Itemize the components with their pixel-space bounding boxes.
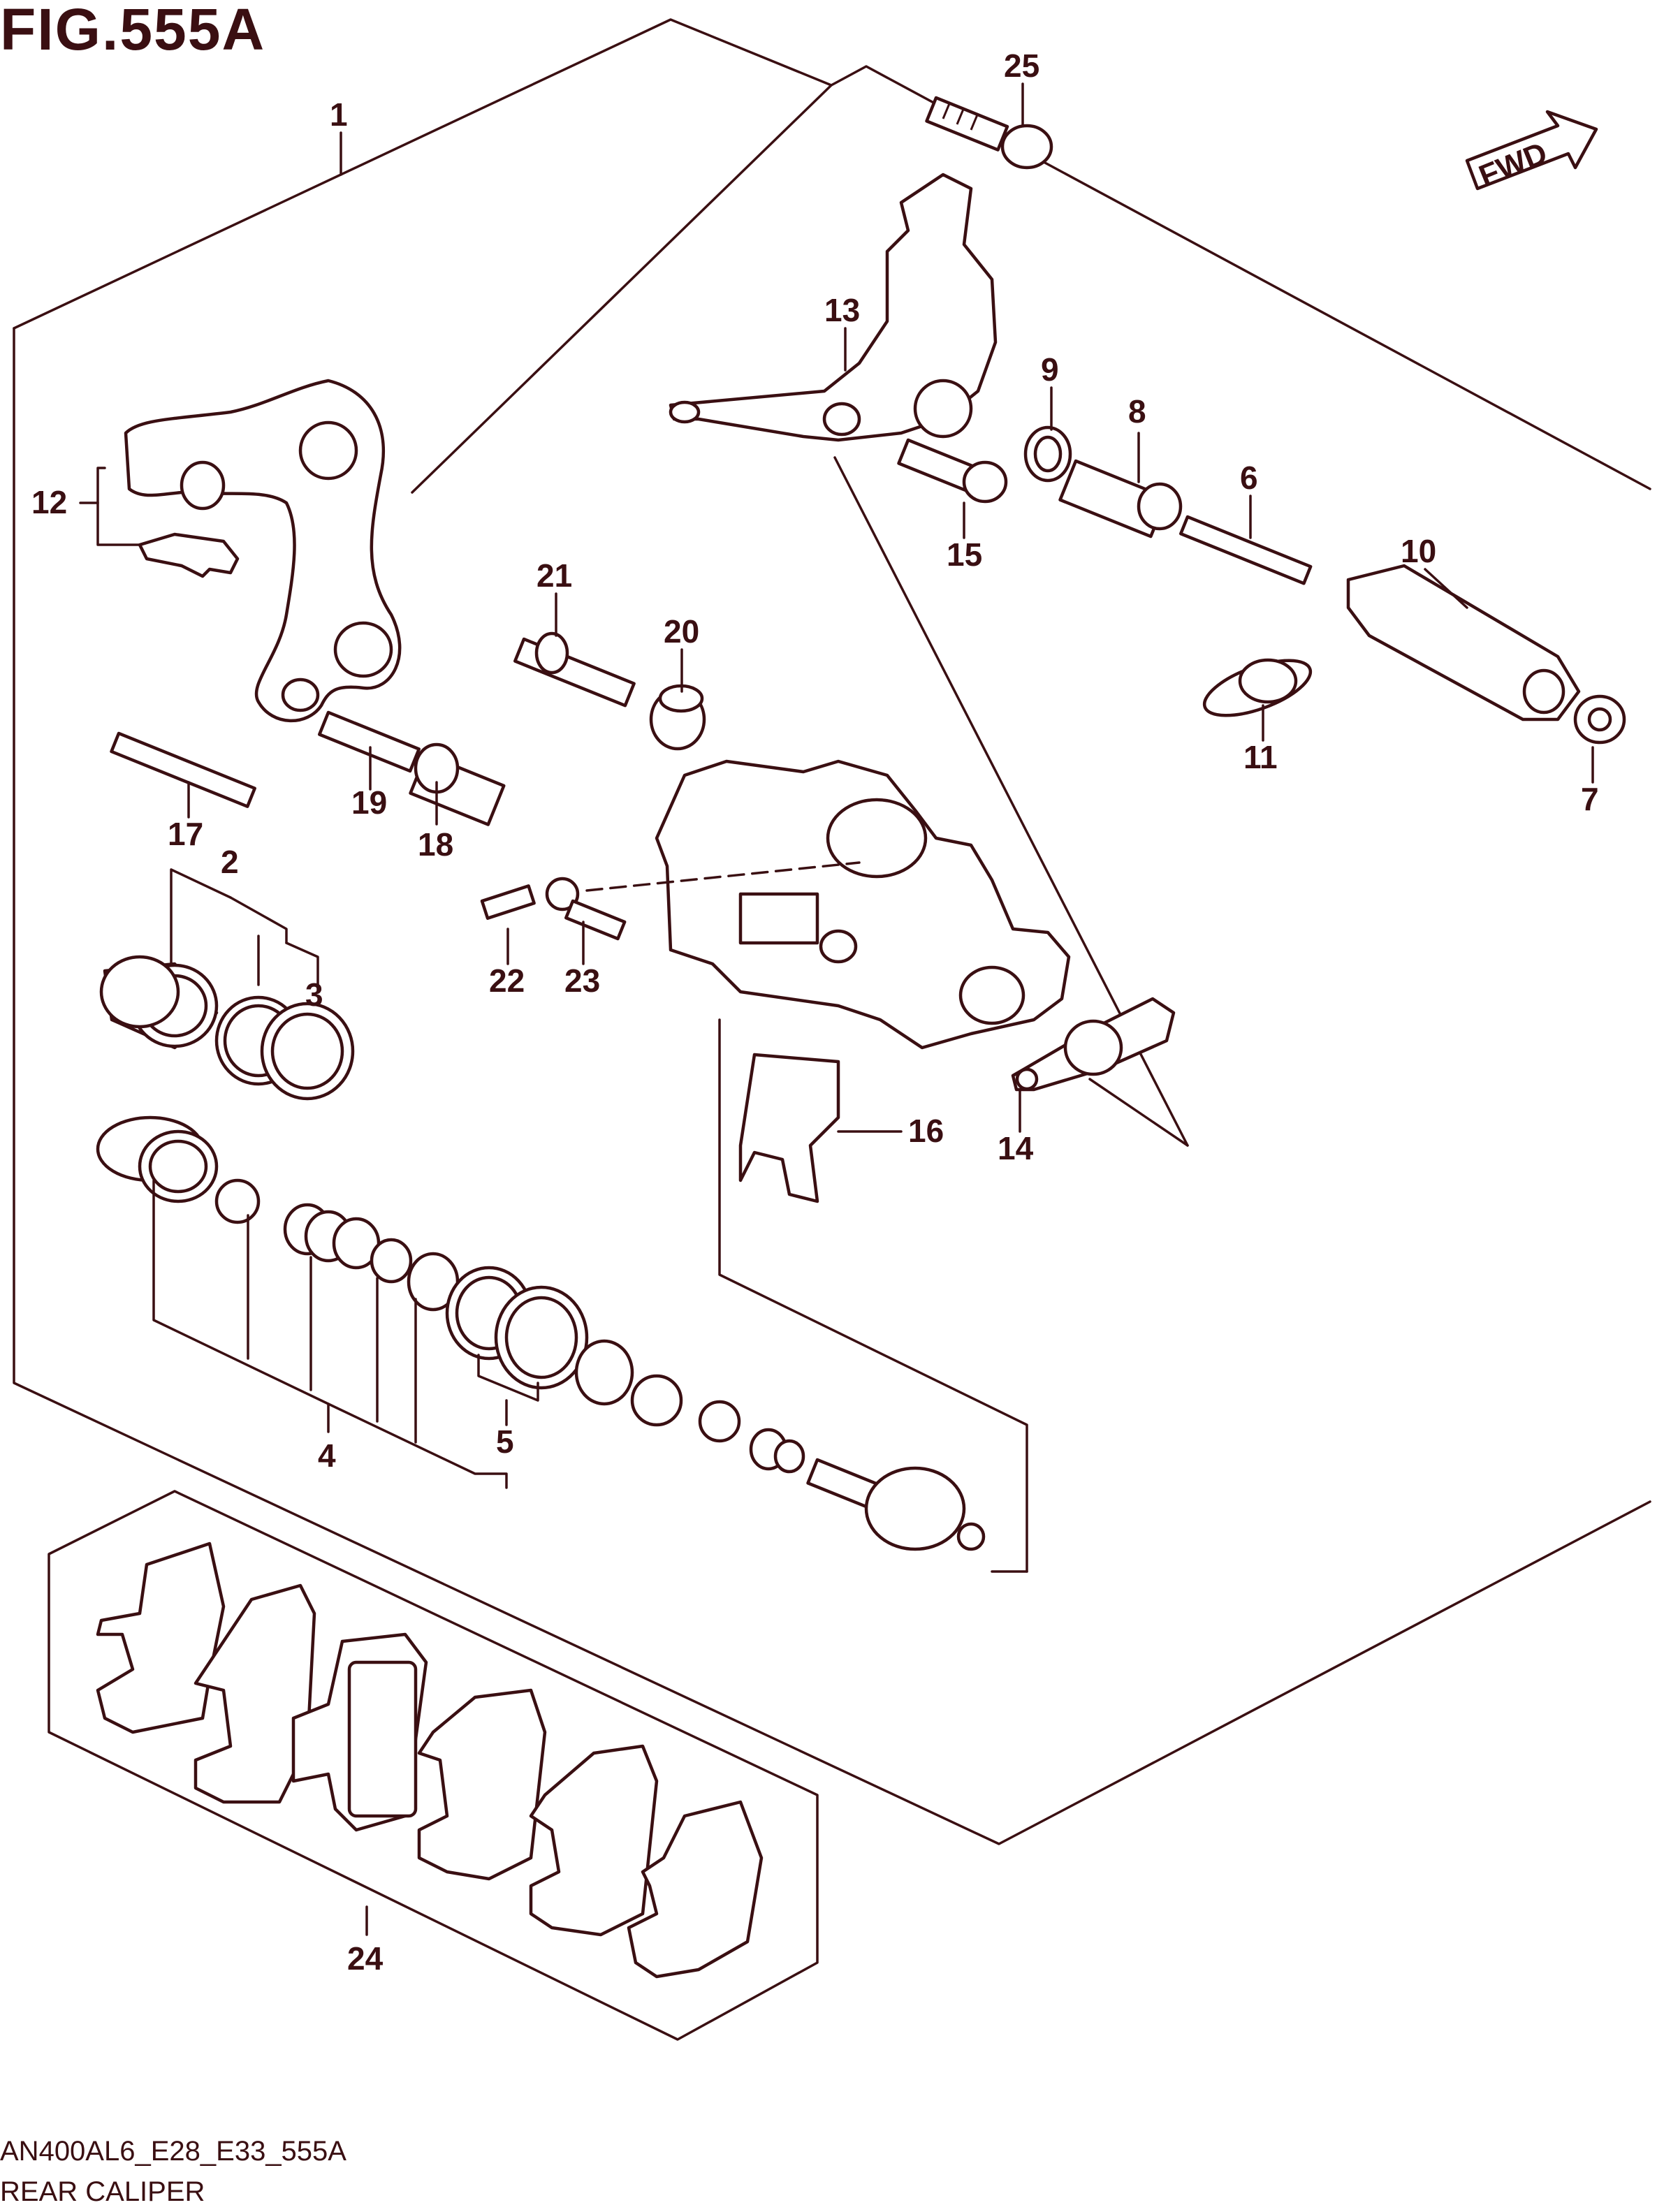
spring-11 <box>1202 658 1313 717</box>
pad-shim-outer-right <box>627 1800 764 1979</box>
callout-23: 23 <box>564 962 600 999</box>
boot-18 <box>409 742 506 826</box>
pad-plate-right <box>529 1744 659 1937</box>
figure-name: REAR CALIPER <box>0 2176 205 2207</box>
callout-10: 10 <box>1401 533 1436 569</box>
piston-4-spring <box>214 1178 460 1312</box>
figure-code: AN400AL6_E28_E33_555A <box>0 2136 346 2167</box>
bleeder-22 <box>480 884 536 920</box>
callout-19: 19 <box>351 784 387 821</box>
callout-18: 18 <box>418 826 453 863</box>
seal-3b <box>260 1002 355 1101</box>
bolt-15 <box>897 438 1008 504</box>
caliper-body <box>655 759 1071 1050</box>
pad-spring-16 <box>738 1053 840 1203</box>
screw-6 <box>1179 515 1313 585</box>
callout-17: 17 <box>168 816 203 852</box>
pin-19 <box>318 710 421 773</box>
callout-21: 21 <box>537 557 572 594</box>
callout-numbers: 1 2 3 4 5 6 7 8 9 10 11 12 13 14 15 16 1… <box>31 47 1599 1977</box>
pin-17 <box>110 731 256 808</box>
callout-12: 12 <box>31 484 67 520</box>
callout-3: 3 <box>305 976 323 1013</box>
pad-plate-left <box>194 1583 316 1804</box>
leader-lines <box>79 82 1594 1936</box>
washer-9 <box>1023 425 1072 483</box>
pin-21 <box>513 631 636 708</box>
pad-kit-outline <box>48 1490 819 2041</box>
callout-24: 24 <box>347 1940 384 1977</box>
gasket-14 <box>1011 997 1176 1092</box>
callout-25: 25 <box>1004 47 1039 84</box>
callout-20: 20 <box>664 613 699 650</box>
brake-pad-right <box>417 1688 547 1881</box>
nut-7 <box>1573 694 1626 745</box>
adjuster-stack <box>574 1339 986 1551</box>
fwd-direction-marker: FWD <box>1465 110 1598 193</box>
callout-16: 16 <box>908 1113 944 1149</box>
callout-4: 4 <box>318 1437 336 1474</box>
boot-20 <box>649 684 706 751</box>
callout-14: 14 <box>998 1130 1034 1166</box>
assembly-outline <box>13 18 1651 1845</box>
caliper-arm <box>669 173 998 442</box>
adjuster-8 <box>1058 459 1183 539</box>
lever-10 <box>1346 564 1581 722</box>
bleeder-cap-23 <box>545 877 627 941</box>
pad-shim-outer-left <box>96 1541 226 1734</box>
figure-title: FIG.555A <box>0 0 266 62</box>
callout-8: 8 <box>1128 393 1146 430</box>
callout-22: 22 <box>489 962 525 999</box>
callout-9: 9 <box>1041 351 1059 388</box>
callout-6: 6 <box>1240 460 1258 496</box>
piston-2 <box>99 955 219 1050</box>
callout-13: 13 <box>824 292 860 328</box>
callout-1: 1 <box>330 96 348 133</box>
callout-2: 2 <box>221 844 239 880</box>
caliper-bracket <box>124 379 402 723</box>
piston-4 <box>96 1115 219 1203</box>
bolt-25 <box>925 96 1053 170</box>
seal-5b <box>494 1285 589 1390</box>
brake-pad-left <box>291 1632 428 1832</box>
callout-11: 11 <box>1243 739 1278 775</box>
callout-15: 15 <box>947 536 982 573</box>
callout-7: 7 <box>1581 781 1599 817</box>
callout-5: 5 <box>496 1423 514 1460</box>
